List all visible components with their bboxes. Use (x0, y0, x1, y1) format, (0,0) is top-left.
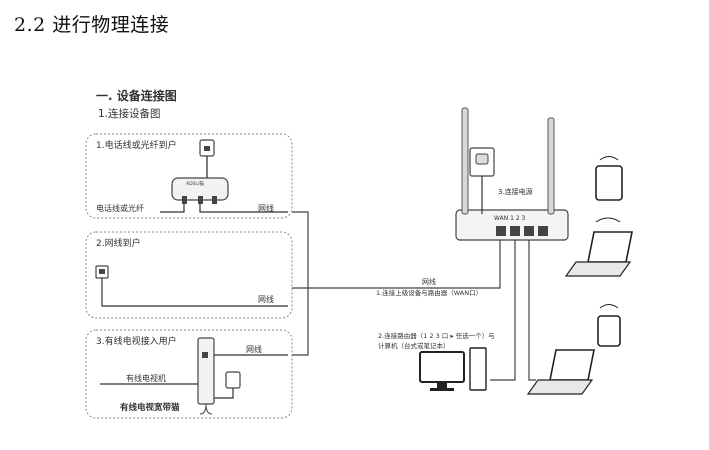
power-adapter-icon (214, 371, 241, 399)
ethernet-cable (101, 278, 288, 307)
modem-text: ADSL/猫 (186, 180, 204, 187)
wan-note-line2: 1.连接上级设备与路由器（WAN口） (376, 288, 482, 297)
wan-note-line1: 网线 (422, 277, 436, 286)
lan-note-line1: 2.连接路由器（1 2 3 口 ▸ 任选一个）与 (378, 331, 495, 340)
diagram-subtitle: 1.连接设备图 (98, 107, 161, 120)
panel-cable-tv-label: 3.有线电视接入用户 (96, 335, 177, 347)
lan-cable-laptop (528, 240, 536, 381)
router-power-label: 3.连接电源 (498, 187, 533, 196)
laptop-wireless-icon (564, 217, 633, 277)
wireless-router-icon (455, 107, 569, 241)
fiber-cable-right (199, 204, 288, 213)
panel-link-1 (292, 211, 309, 306)
desktop-computer-icon (419, 347, 487, 391)
wall-jack-icon (199, 139, 215, 157)
ethernet-jack-icon (95, 265, 109, 279)
adsl-modem-icon (171, 177, 229, 204)
lan-cable-desktop (490, 240, 516, 381)
fiber-right-label: 网线 (258, 203, 274, 213)
panel-ethernet-label: 2.网线到户 (96, 237, 141, 249)
router-ports-label: WAN 1 2 3 (494, 215, 526, 222)
fiber-cable-left (160, 204, 185, 213)
diagram-title: 一. 设备连接图 (96, 88, 177, 103)
wan-cable (292, 240, 501, 289)
panel-link-3 (292, 306, 309, 356)
lan-note-line2: 计算机（台式或笔记本） (378, 341, 450, 350)
section-heading: 2.2 进行物理连接 (14, 14, 170, 36)
panel-ethernet (85, 231, 293, 319)
phone-icon (597, 304, 621, 347)
tablet-icon (595, 156, 623, 201)
panel-cable-tv (85, 329, 293, 419)
laptop-wired-icon (526, 349, 595, 395)
router-power-icon (469, 147, 495, 214)
cable-modem-label: 有线电视宽带猫 (120, 402, 180, 413)
cable-tv-eth-label: 网线 (246, 344, 262, 354)
ethernet-cable-label: 网线 (258, 294, 274, 304)
fiber-left-label: 电话线或光纤 (96, 203, 144, 213)
panel-fiber (85, 133, 293, 219)
panel-fiber-label: 1.电话线或光纤到户 (96, 139, 177, 151)
tv-label: 有线电视机 (126, 373, 166, 383)
cable-modem-icon (197, 337, 215, 415)
